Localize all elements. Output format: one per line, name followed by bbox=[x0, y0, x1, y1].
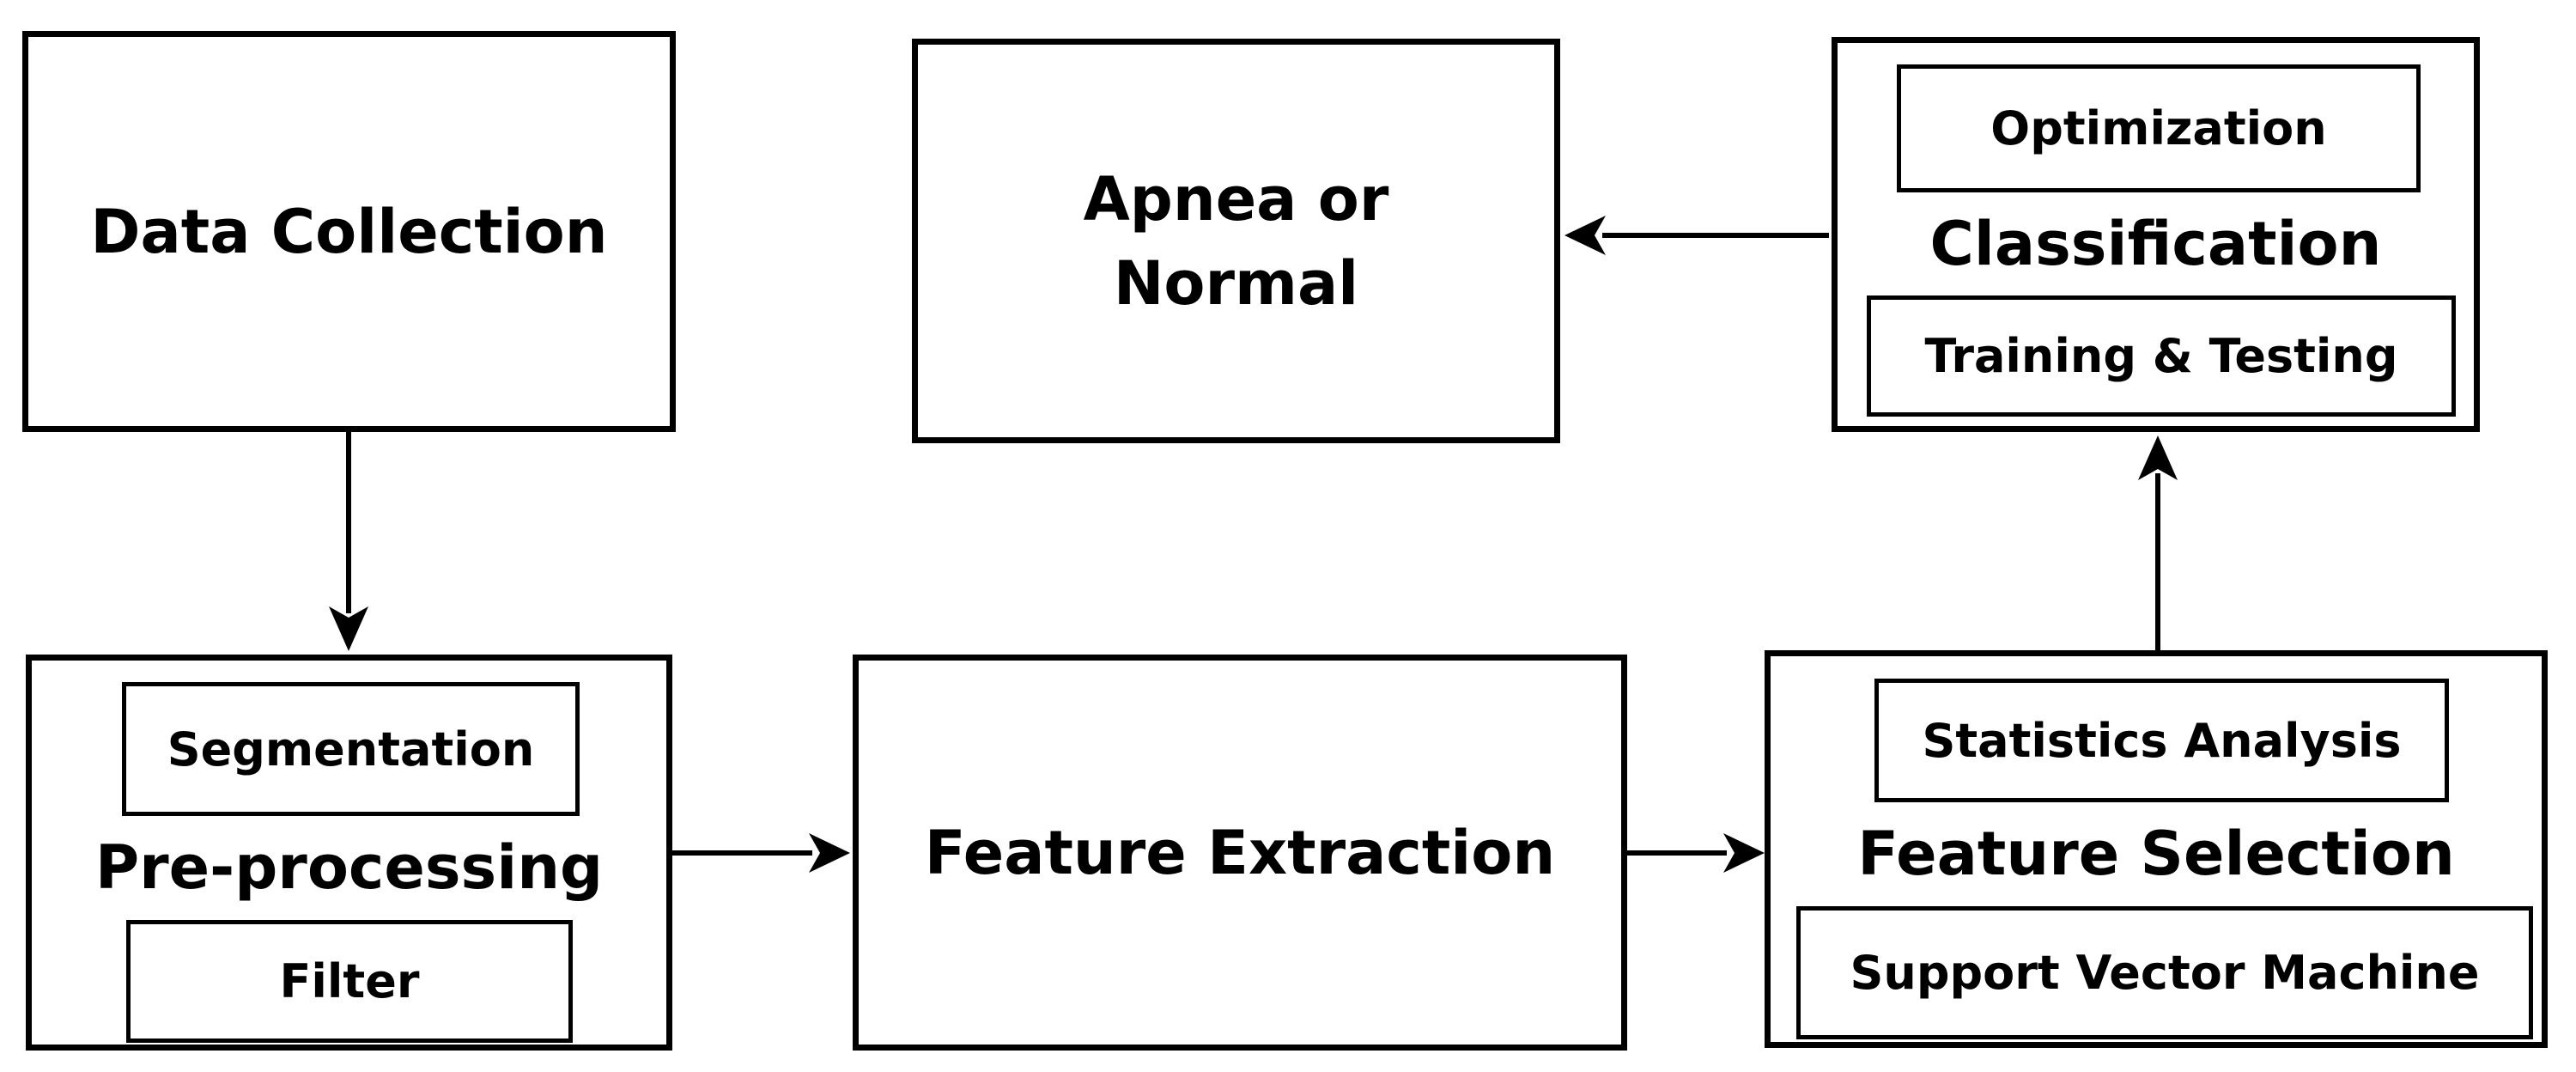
node-data-collection: Data Collection bbox=[22, 31, 676, 432]
node-classification-label: Classification bbox=[1929, 209, 2382, 279]
sub-node-training-testing: Training & Testing bbox=[1867, 295, 2456, 417]
sub-node-support-vector-machine: Support Vector Machine bbox=[1796, 906, 2533, 1039]
sub-node-training-testing-label: Training & Testing bbox=[1924, 329, 2398, 383]
arrow-classification-to-apnea-or-normal bbox=[1564, 216, 1829, 255]
node-apnea-or-normal: Apnea or Normal bbox=[912, 39, 1560, 443]
sub-node-filter: Filter bbox=[126, 920, 573, 1043]
node-pre-processing-label: Pre-processing bbox=[94, 832, 604, 903]
node-feature-extraction-label: Feature Extraction bbox=[924, 817, 1556, 888]
arrow-data-collection-to-pre-processing bbox=[329, 429, 368, 651]
node-feature-selection-label: Feature Selection bbox=[1857, 819, 2455, 889]
arrow-pre-processing-to-feature-extraction bbox=[670, 833, 850, 873]
sub-node-filter-label: Filter bbox=[279, 954, 420, 1008]
node-pre-processing: Segmentation Pre-processing Filter bbox=[26, 655, 672, 1051]
sub-node-segmentation: Segmentation bbox=[122, 682, 580, 816]
node-feature-selection: Statistics Analysis Feature Selection Su… bbox=[1765, 650, 2548, 1048]
node-data-collection-label: Data Collection bbox=[90, 196, 608, 267]
sub-node-statistics-analysis: Statistics Analysis bbox=[1874, 679, 2449, 802]
arrow-feature-selection-to-classification bbox=[2138, 436, 2178, 650]
sub-node-optimization-label: Optimization bbox=[1990, 101, 2327, 155]
node-feature-extraction: Feature Extraction bbox=[853, 655, 1627, 1051]
sub-node-statistics-analysis-label: Statistics Analysis bbox=[1922, 713, 2402, 768]
sub-node-segmentation-label: Segmentation bbox=[167, 722, 535, 777]
sub-node-support-vector-machine-label: Support Vector Machine bbox=[1850, 946, 2480, 1000]
arrow-feature-extraction-to-feature-selection bbox=[1623, 833, 1765, 873]
node-classification: Optimization Classification Training & T… bbox=[1832, 37, 2480, 432]
sub-node-optimization: Optimization bbox=[1897, 64, 2421, 192]
node-apnea-or-normal-label: Apnea or Normal bbox=[1083, 163, 1389, 319]
